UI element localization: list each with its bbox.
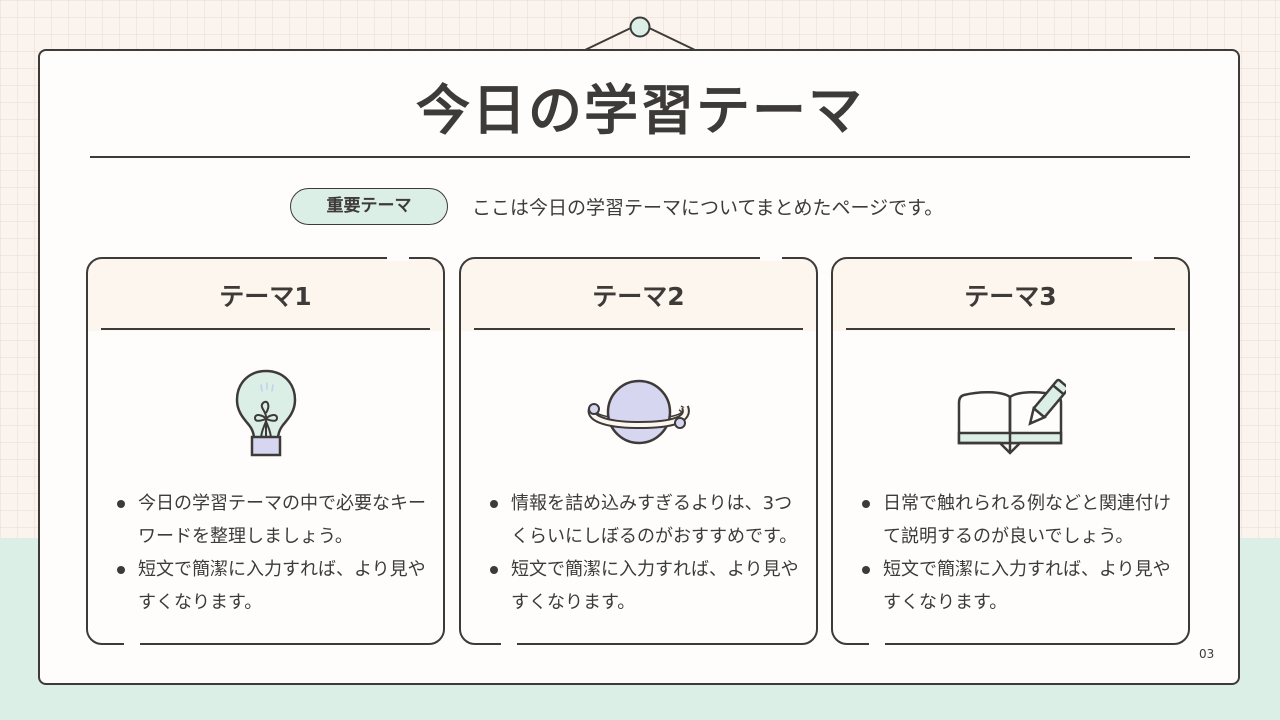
border-gap	[1132, 256, 1154, 261]
card-divider	[846, 328, 1175, 330]
planet-icon	[587, 379, 690, 445]
card-title: テーマ1	[219, 282, 312, 311]
lightbulb-icon	[235, 369, 296, 457]
page-description: ここは今日の学習テーマについてまとめたページです。	[472, 197, 944, 219]
card-divider	[101, 328, 430, 330]
list-item: 短文で簡潔に入力すれば、より見やすくなります。	[116, 553, 427, 619]
theme-card-3: テーマ3 日常で触れられる例などと関連付けて説明するのが良いでしょう。 短文で簡…	[831, 256, 1190, 646]
card-divider	[474, 328, 803, 330]
list-item: 日常で触れられる例などと関連付けて説明するのが良いでしょう。	[861, 487, 1172, 553]
card-title: テーマ2	[592, 282, 685, 311]
hanger-icon	[584, 16, 696, 51]
border-gap	[501, 641, 517, 646]
card-title: テーマ3	[964, 282, 1057, 311]
border-gap	[387, 256, 409, 261]
border-gap	[760, 256, 782, 261]
list-item: 情報を詰め込みすぎるよりは、3つくらいにしぼるのがおすすめです。	[489, 487, 800, 553]
list-item: 今日の学習テーマの中で必要なキーワードを整理しましょう。	[116, 487, 427, 553]
page-number: 03	[1199, 647, 1215, 661]
card-bullet-list: 日常で触れられる例などと関連付けて説明するのが良いでしょう。 短文で簡潔に入力す…	[861, 487, 1172, 619]
page-title: 今日の学習テーマ	[416, 79, 864, 142]
theme-card-2: テーマ2 情報を詰め込みすぎるよりは、3つくらいにしぼるのがおすすめです。 短文…	[459, 256, 818, 646]
book-pencil-icon	[957, 378, 1066, 455]
border-gap	[869, 641, 885, 646]
border-gap	[124, 641, 140, 646]
important-theme-badge: 重要テーマ	[290, 188, 448, 225]
list-item: 短文で簡潔に入力すれば、より見やすくなります。	[489, 553, 800, 619]
list-item: 短文で簡潔に入力すれば、より見やすくなります。	[861, 553, 1172, 619]
card-bullet-list: 情報を詰め込みすぎるよりは、3つくらいにしぼるのがおすすめです。 短文で簡潔に入…	[489, 487, 800, 619]
card-bullet-list: 今日の学習テーマの中で必要なキーワードを整理しましょう。 短文で簡潔に入力すれば…	[116, 487, 427, 619]
theme-card-1: テーマ1 今日の学習テーマの中で必要なキーワードを整理しましょう。 短文で簡潔に…	[86, 256, 445, 646]
title-divider	[90, 156, 1190, 158]
